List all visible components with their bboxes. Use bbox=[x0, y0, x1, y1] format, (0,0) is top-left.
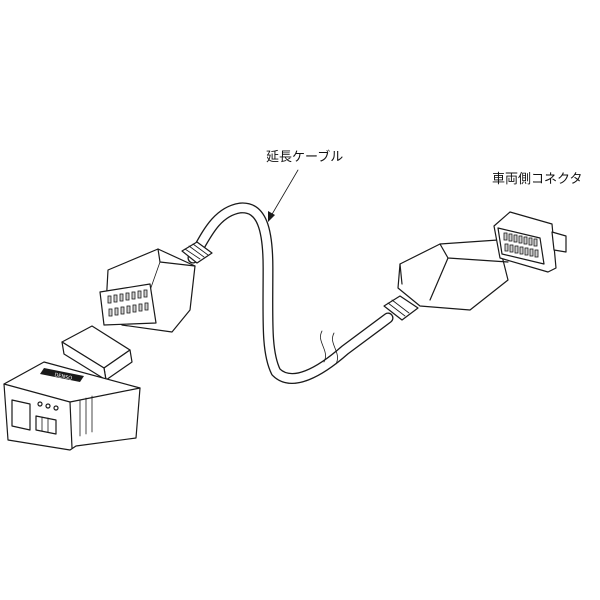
extension-cable-label: 延長ケーブル bbox=[266, 150, 344, 165]
brand-mark: DENSO bbox=[54, 372, 73, 382]
cable-female-connector bbox=[99, 241, 213, 333]
cable-break-mark-left bbox=[320, 330, 326, 363]
cable-break-mark-right bbox=[332, 332, 338, 365]
cable-leader-arrow bbox=[268, 169, 299, 222]
vehicle-side-connector bbox=[493, 211, 567, 273]
diagnostic-device: DENSO bbox=[3, 325, 141, 451]
vehicle-connector-label: 車両側コネクタ bbox=[492, 172, 583, 187]
cable-male-connector bbox=[383, 239, 509, 321]
extension-cable bbox=[187, 202, 394, 384]
brand-plate bbox=[40, 368, 84, 382]
